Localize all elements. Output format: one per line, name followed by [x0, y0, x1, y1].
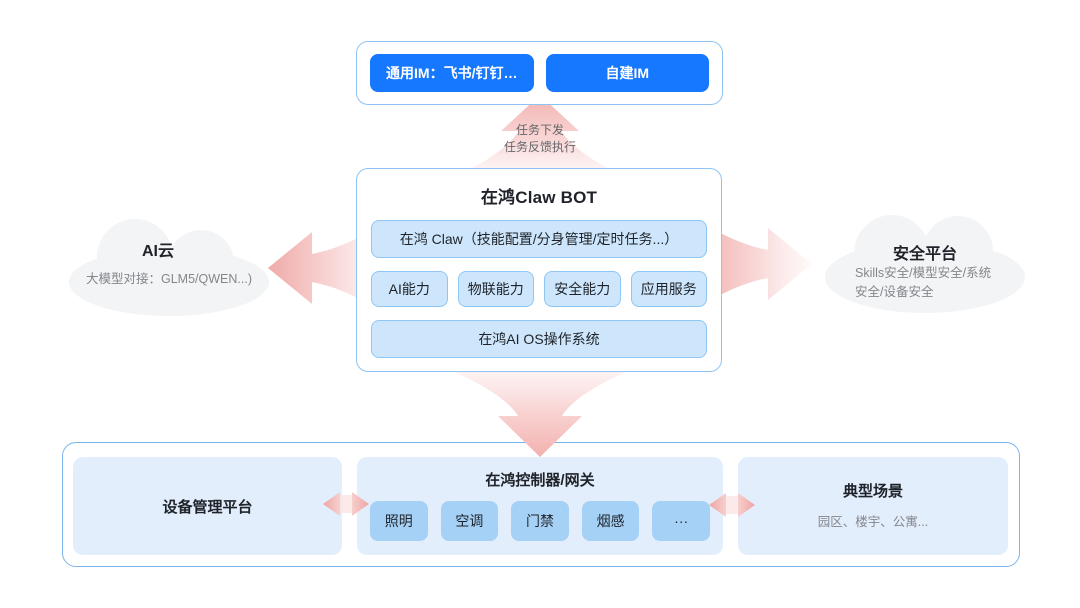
- security-cloud-shape: [825, 215, 1025, 313]
- self-built-im-button: 自建IM: [545, 54, 709, 92]
- claw-config-layer: 在鸿 Claw（技能配置/分身管理/定时任务...）: [371, 220, 707, 258]
- scenarios-title: 典型场景: [842, 483, 903, 500]
- im-box: 通用IM：飞书/钉钉… 自建IM: [356, 41, 723, 105]
- claw-bot-box: 在鸿Claw BOT 在鸿 Claw（技能配置/分身管理/定时任务...） AI…: [356, 168, 722, 372]
- security-cloud-subtitle-line1: Skills安全/模型安全/系统: [855, 266, 992, 280]
- double-arrow-left-icon: [323, 492, 369, 516]
- capability-row: AI能力 物联能力 安全能力 应用服务: [371, 271, 707, 307]
- device-chip-access: 门禁: [511, 501, 569, 541]
- task-label-down: 任务下发: [515, 123, 564, 137]
- ai-cloud-title: AI云: [141, 243, 174, 260]
- up-arrow-icon: [459, 95, 621, 175]
- generic-im-button: 通用IM：飞书/钉钉…: [370, 54, 534, 92]
- scenarios-subtitle: 园区、楼宇、公寓...: [817, 515, 929, 529]
- security-cloud-title: 安全平台: [892, 246, 957, 263]
- device-chip-lighting: 照明: [370, 501, 428, 541]
- claw-bot-title: 在鸿Claw BOT: [480, 188, 598, 207]
- device-chip-hvac: 空调: [440, 501, 499, 541]
- ai-cloud-subtitle: 大模型对接：GLM5/QWEN...): [86, 272, 252, 286]
- task-label-feedback: 任务反馈执行: [503, 140, 576, 154]
- double-arrow-right-icon: [709, 493, 755, 517]
- device-platform-panel: 设备管理平台: [73, 457, 342, 555]
- os-layer: 在鸿AI OS操作系统: [371, 320, 707, 358]
- down-arrow-icon: [428, 362, 652, 457]
- device-chip-row: 照明 空调 门禁 烟感 ···: [370, 501, 710, 541]
- scenarios-panel: 典型场景 园区、楼宇、公寓...: [738, 457, 1008, 555]
- device-chip-more: ···: [652, 501, 710, 541]
- capability-security: 安全能力: [544, 271, 621, 307]
- capability-ai: AI能力: [371, 271, 448, 307]
- capability-app-service: 应用服务: [630, 271, 707, 307]
- capability-iot: 物联能力: [457, 271, 534, 307]
- ai-cloud-shape: [69, 219, 269, 316]
- controller-title: 在鸿控制器/网关: [485, 472, 595, 489]
- task-arrow-labels: 任务下发 任务反馈执行: [440, 122, 640, 156]
- security-cloud-subtitle-line2: 安全/设备安全: [855, 285, 934, 299]
- device-platform-title: 设备管理平台: [162, 498, 253, 516]
- device-chip-smoke: 烟感: [581, 501, 640, 541]
- security-cloud-subtitle: Skills安全/模型安全/系统 安全/设备安全: [855, 264, 1030, 302]
